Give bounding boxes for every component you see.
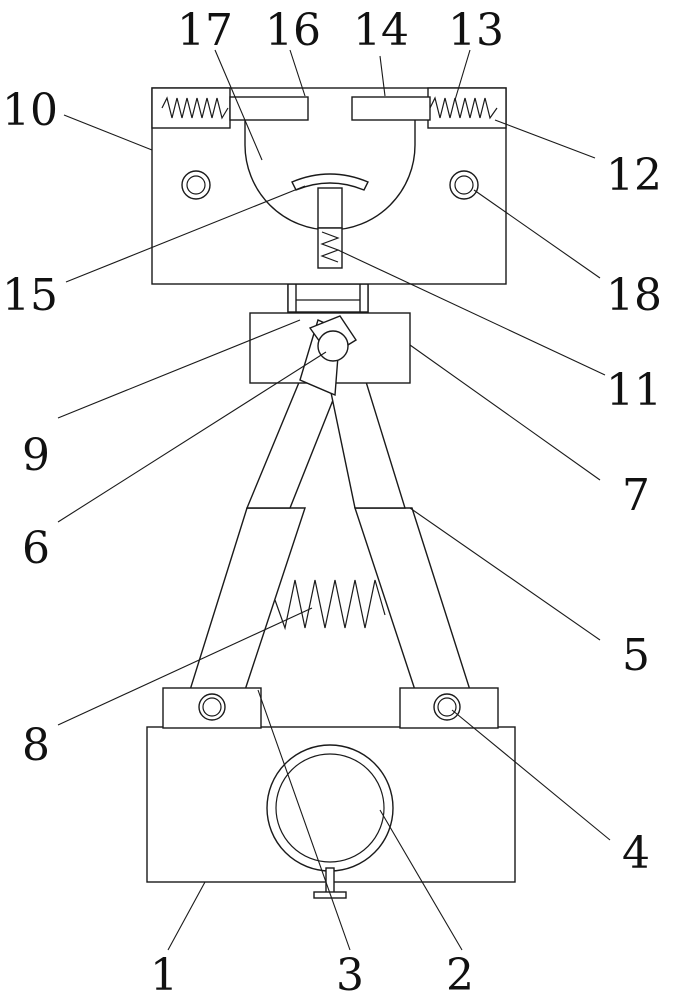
swivel-joint (287, 283, 369, 313)
leader-5 (409, 507, 601, 641)
leader-14 (379, 55, 386, 97)
label-2: 2 (446, 950, 474, 1000)
left-spring-slot (151, 87, 231, 129)
right-jaw (351, 96, 431, 121)
label-17: 17 (177, 5, 233, 56)
leader-10 (63, 114, 153, 151)
leader-8 (57, 607, 313, 726)
left-mount-hole-outer (181, 170, 211, 200)
bottom-screw-shaft (325, 867, 335, 894)
pivot-pin (317, 330, 349, 362)
left-hinge-pin-inner (202, 697, 222, 717)
right-outer-tube (354, 507, 471, 691)
label-7: 7 (622, 470, 650, 521)
leader-12 (494, 119, 596, 159)
press-plate-stem (317, 187, 343, 229)
right-mount-hole-outer (449, 170, 479, 200)
press-spring-housing (317, 227, 343, 269)
label-15: 15 (2, 270, 58, 321)
leader-2 (379, 809, 463, 951)
leader-11 (337, 249, 606, 376)
label-8: 8 (22, 720, 50, 771)
pipe-ring-outer (266, 744, 394, 872)
label-12: 12 (606, 150, 662, 201)
label-9: 9 (22, 430, 50, 481)
left-slot-spring (161, 96, 229, 120)
swivel-joint-right-lug (359, 283, 369, 313)
leader-6 (57, 351, 327, 523)
label-1: 1 (150, 950, 178, 1000)
swivel-joint-left-lug (287, 283, 297, 313)
leader-13 (454, 49, 471, 101)
label-14: 14 (353, 5, 409, 56)
left-outer-tube (189, 507, 306, 691)
leg-spring (274, 579, 386, 631)
press-spring (320, 231, 340, 263)
leader-4 (451, 709, 611, 841)
label-18: 18 (606, 270, 662, 321)
leader-7 (409, 344, 601, 481)
right-slot-spring (429, 96, 498, 120)
pipe-ring-inner (275, 753, 385, 863)
left-mount-hole-inner (186, 175, 206, 195)
label-3: 3 (336, 950, 364, 1000)
leader-18 (473, 189, 601, 279)
leader-15 (65, 185, 306, 283)
left-jaw (229, 96, 309, 121)
leader-16 (289, 49, 306, 97)
label-5: 5 (622, 630, 650, 681)
label-11: 11 (606, 365, 662, 416)
left-inner-tube (245, 379, 336, 509)
label-16: 16 (265, 5, 321, 56)
leader-3 (257, 689, 351, 951)
leader-17 (214, 49, 263, 161)
label-13: 13 (448, 5, 504, 56)
leader-1 (167, 881, 206, 951)
label-6: 6 (22, 523, 50, 574)
leader-9 (57, 319, 301, 419)
label-4: 4 (622, 828, 650, 879)
right-mount-hole-inner (454, 175, 474, 195)
right-hinge-pin-inner (437, 697, 457, 717)
label-10: 10 (2, 85, 58, 136)
press-plate (291, 173, 369, 191)
